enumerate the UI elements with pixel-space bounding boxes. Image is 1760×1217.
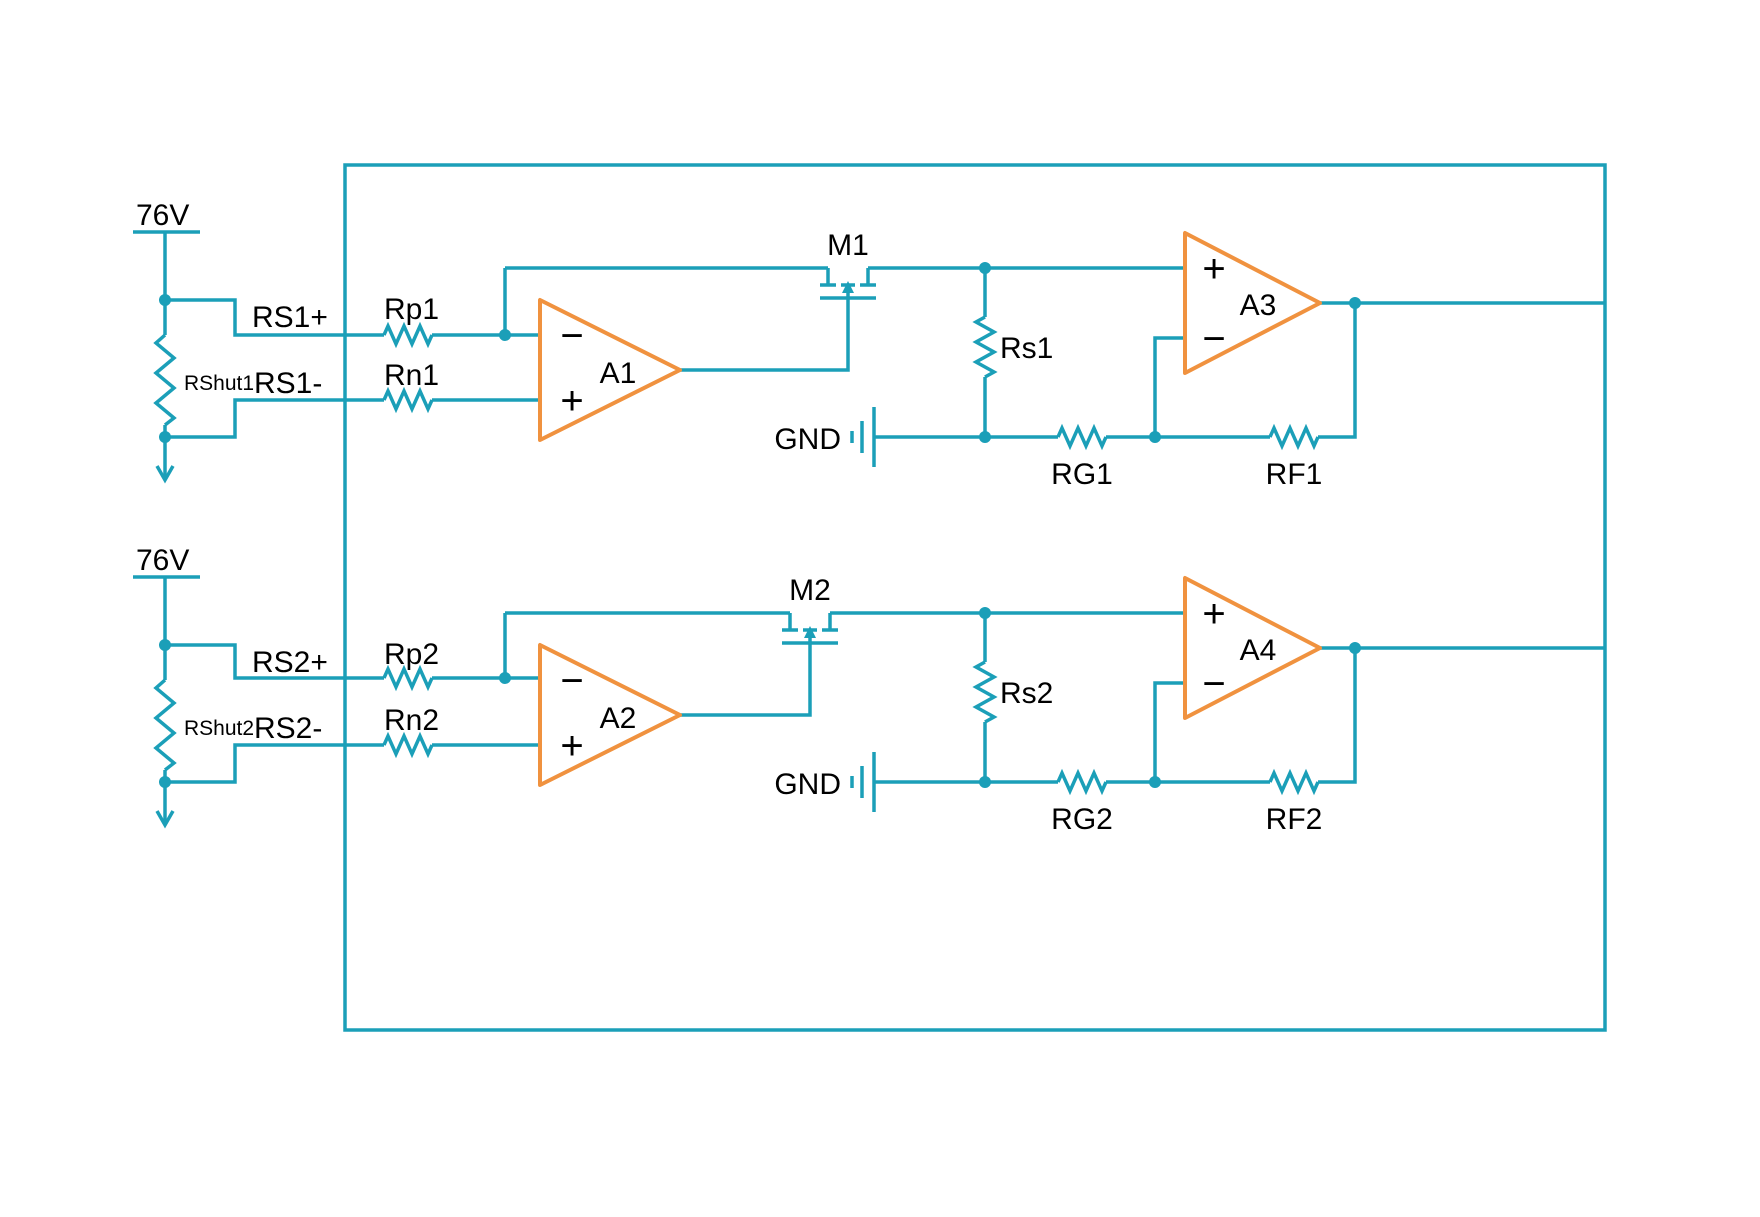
label-rs1-minus: RS1- [254, 367, 322, 400]
junction-dot [499, 672, 511, 684]
junction-dots-2 [159, 607, 1361, 788]
rshunt1-resistor [154, 333, 176, 427]
rp1-resistor [382, 324, 434, 346]
label-a3: A3 [1240, 289, 1277, 322]
label-m1: M1 [827, 229, 869, 262]
label-rf1: RF1 [1266, 458, 1323, 491]
a2-opamp-symbol [538, 643, 682, 787]
gate-wire-1 [680, 298, 850, 372]
label-gnd-1: GND [774, 423, 841, 456]
label-rs1-plus: RS1+ [252, 301, 328, 334]
a2-inverting-sign: − [560, 659, 583, 703]
a1-opamp-symbol [538, 298, 682, 442]
junction-dot [979, 431, 991, 443]
rs1-resistor [974, 315, 996, 379]
current-arrow-2 [155, 810, 175, 829]
label-rg1: RG1 [1051, 458, 1113, 491]
rs2-resistor [974, 660, 996, 724]
label-a1: A1 [600, 357, 637, 390]
label-rs2-plus: RS2+ [252, 646, 328, 679]
junction-dot [1149, 431, 1161, 443]
label-rs2-minus: RS2- [254, 712, 322, 745]
label-supply-1: 76V [136, 199, 189, 232]
fet-rail-2 [503, 611, 1185, 678]
ground-symbol-2 [850, 750, 876, 814]
label-m2: M2 [789, 574, 831, 607]
gnd-feedback-wire-1 [874, 301, 1605, 439]
rf1-resistor [1268, 426, 1320, 448]
junction-dot [979, 607, 991, 619]
label-a4: A4 [1240, 634, 1277, 667]
a4-noninverting-sign: + [1202, 592, 1225, 636]
a3-opamp-symbol [1183, 231, 1322, 375]
ground-symbol-1 [850, 405, 876, 469]
junction-dot [979, 776, 991, 788]
label-rs2: Rs2 [1000, 677, 1053, 710]
label-rf2: RF2 [1266, 803, 1323, 836]
rp2-resistor [382, 667, 434, 689]
junction-dots-1 [159, 262, 1361, 443]
label-rn1: Rn1 [384, 359, 439, 392]
label-rs1: Rs1 [1000, 332, 1053, 365]
junction-dot [1149, 776, 1161, 788]
junction-dot [159, 639, 171, 651]
gnd-feedback-wire-2 [874, 646, 1605, 784]
rn1-resistor [382, 389, 434, 411]
label-gnd-2: GND [774, 768, 841, 801]
a2-noninverting-sign: + [560, 724, 583, 768]
label-rn2: Rn2 [384, 704, 439, 737]
junction-dot [159, 776, 171, 788]
a1-inverting-sign: − [560, 314, 583, 358]
a4-inverting-sign: − [1202, 662, 1225, 706]
junction-dot [1349, 297, 1361, 309]
label-a2: A2 [600, 702, 637, 735]
label-rshunt1: RShut1 [184, 372, 254, 395]
rg2-resistor [1056, 771, 1108, 793]
rg1-resistor [1056, 426, 1108, 448]
m1-mosfet-symbol [818, 266, 878, 300]
ic-boundary-box [343, 163, 1607, 1032]
label-rp2: Rp2 [384, 638, 439, 671]
rshunt2-resistor [154, 678, 176, 772]
label-rshunt2: RShut2 [184, 717, 254, 740]
label-rg2: RG2 [1051, 803, 1113, 836]
a3-noninverting-sign: + [1202, 247, 1225, 291]
channel-1: 76V RShut1 RS1+ Rp1 RS1- Rn1 A1 M1 Rs1 G… [133, 199, 1605, 491]
sense-wires-2 [165, 643, 540, 784]
junction-dot [1349, 642, 1361, 654]
a4-opamp-symbol [1183, 576, 1322, 720]
label-supply-2: 76V [136, 544, 189, 577]
a1-noninverting-sign: + [560, 379, 583, 423]
rn2-resistor [382, 734, 434, 756]
channel-2: 76V RShut2 RS2+ Rp2 RS2- Rn2 A2 M2 Rs2 G… [133, 544, 1605, 836]
rf2-resistor [1268, 771, 1320, 793]
current-arrow-1 [155, 465, 175, 484]
m2-mosfet-symbol [780, 611, 840, 645]
junction-dot [499, 329, 511, 341]
junction-dot [159, 431, 171, 443]
gate-wire-2 [680, 643, 812, 717]
a3-inverting-sign: − [1202, 317, 1225, 361]
sense-wires-1 [165, 298, 540, 439]
junction-dot [159, 294, 171, 306]
label-rp1: Rp1 [384, 293, 439, 326]
fet-rail-1 [503, 266, 1185, 335]
junction-dot [979, 262, 991, 274]
